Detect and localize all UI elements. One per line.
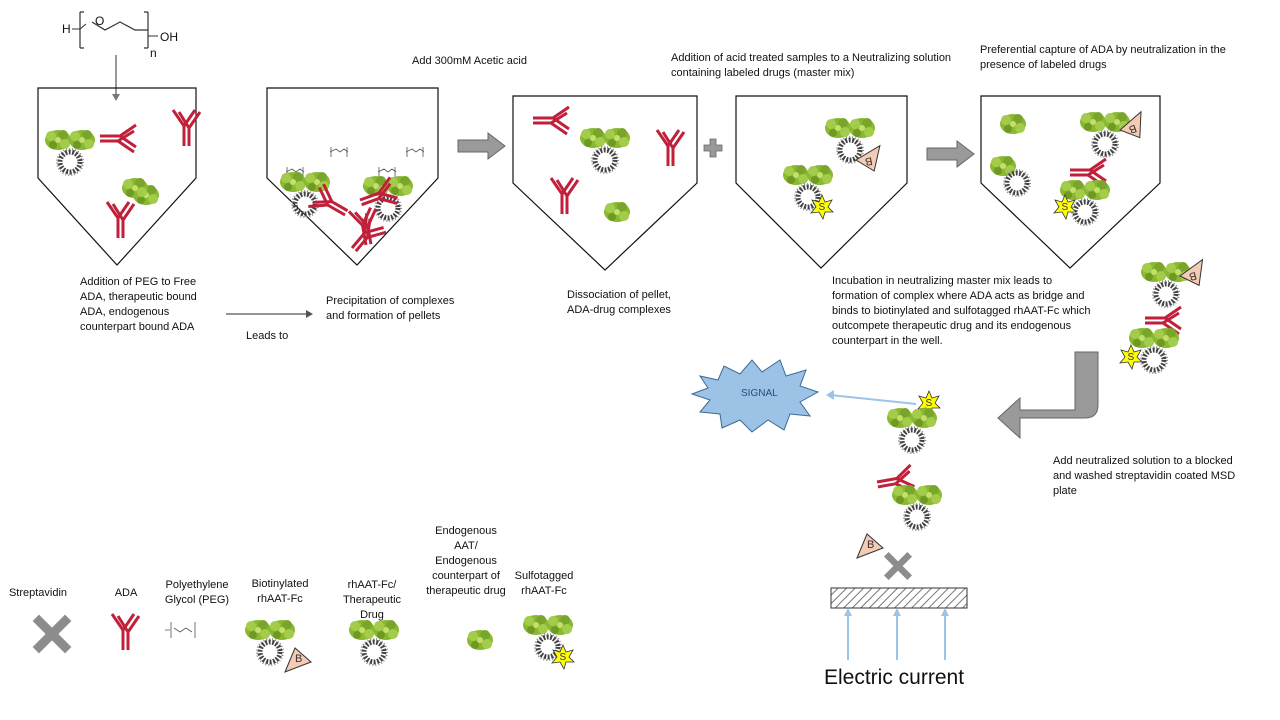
legend-therapeutic-label: rhAAT-Fc/ Therapeutic Drug xyxy=(342,579,402,621)
bridged-complex-right xyxy=(1119,259,1210,373)
legend-biotinylated-icon xyxy=(245,620,312,673)
current-arrows xyxy=(844,608,949,660)
legend-streptavidin-icon xyxy=(36,618,68,650)
peg-formula-top xyxy=(72,11,158,49)
tube-4 xyxy=(735,95,908,269)
plate-complex xyxy=(856,390,942,578)
signal-burst xyxy=(690,359,820,433)
step3-caption: Dissociation of pellet, ADA-drug complex… xyxy=(567,289,671,316)
step2-caption: Precipitation of complexes and formation… xyxy=(326,295,455,322)
legend-endogenous-icon xyxy=(467,630,493,650)
step4-title: Addition of acid treated samples to a Ne… xyxy=(671,52,952,79)
tube-2-contents xyxy=(280,146,425,260)
legend-peg-icon xyxy=(165,622,196,638)
curved-down-left-arrow xyxy=(997,351,1099,440)
tube-5 xyxy=(980,95,1161,269)
signal-label: SIGNAL xyxy=(741,388,778,399)
legend-therapeutic-icon xyxy=(349,620,399,665)
legend-ada-icon xyxy=(110,612,141,652)
tube-4-contents xyxy=(783,118,885,220)
legend-ada-label: ADA xyxy=(114,587,138,599)
plus-sign xyxy=(703,138,723,158)
step5-title: Preferential capture of ADA by neutraliz… xyxy=(980,44,1226,71)
tube-2 xyxy=(266,87,439,266)
leads-to-arrow xyxy=(226,310,313,318)
incubation-caption: Incubation in neutralizing master mix le… xyxy=(832,275,1091,347)
arrow-step2-to-3 xyxy=(457,131,506,161)
add-neutralized-caption: Add neutralized solution to a blocked an… xyxy=(1053,455,1236,497)
msd-plate xyxy=(830,587,968,609)
peg-n-label: n xyxy=(150,46,157,60)
arrow-step4-to-5 xyxy=(926,139,975,169)
leads-to-label: Leads to xyxy=(246,330,289,342)
step1-caption: Addition of PEG to Free ADA, therapeutic… xyxy=(80,276,197,333)
tube-3 xyxy=(512,95,698,271)
legend-streptavidin-label: Streptavidin xyxy=(8,587,68,599)
tube-3-contents xyxy=(531,105,686,222)
add-acid-label: Add 300mM Acetic acid xyxy=(412,55,527,67)
legend-biotinylated-label: Biotinylated rhAAT-Fc xyxy=(251,578,309,605)
legend-sulfotagged-label: Sulfotagged rhAAT-Fc xyxy=(514,570,574,597)
legend-endogenous-label: Endogenous AAT/ Endogenous counterpart o… xyxy=(426,525,506,597)
peg-h-label: H xyxy=(62,22,71,36)
legend-sulfotagged-icon xyxy=(523,615,575,670)
tube-5-contents xyxy=(990,111,1150,225)
legend-peg-label: Polyethylene Glycol (PEG) xyxy=(164,579,230,606)
peg-o-label: O xyxy=(95,14,105,28)
signal-arrow xyxy=(829,394,917,405)
electric-current-label: Electric current xyxy=(824,666,965,689)
tube-1-contents xyxy=(45,108,202,240)
peg-oh-label: OH xyxy=(160,30,178,44)
tube-1 xyxy=(37,87,197,266)
